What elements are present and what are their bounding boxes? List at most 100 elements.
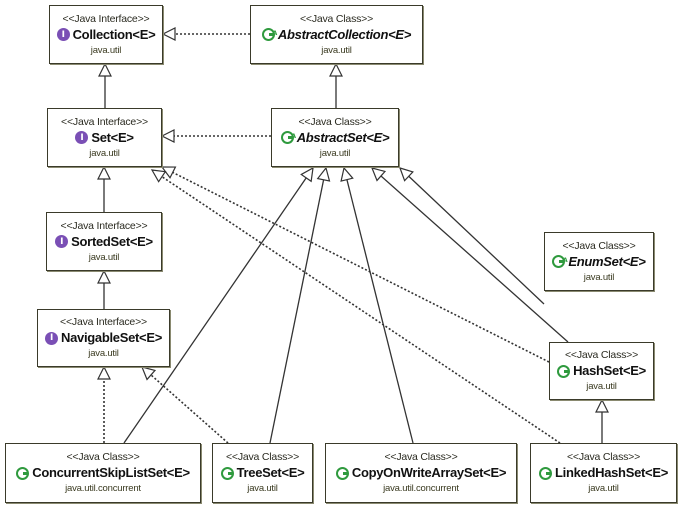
hollow-arrowhead-icon	[399, 167, 414, 182]
interface-icon: I	[56, 28, 70, 41]
type-name: CopyOnWriteArraySet<E>	[335, 464, 507, 482]
type-name-text: Collection<E>	[72, 26, 156, 42]
edge-line	[408, 175, 545, 305]
package-label: java.util	[588, 483, 619, 494]
package-label: java.util	[247, 483, 278, 494]
class-icon	[557, 364, 571, 378]
hollow-arrowhead-icon	[140, 366, 157, 381]
uml-node-hash-set[interactable]: <<Java Class>>HashSet<E>java.util	[549, 342, 654, 400]
abstract-class-icon	[280, 128, 296, 146]
edge-realization-concurrent-skip-list-set-to-navigable-set	[97, 365, 111, 443]
uml-node-abstract-collection[interactable]: <<Java Class>>AbstractCollection<E> java.…	[250, 5, 423, 64]
type-name-text: TreeSet<E>	[236, 465, 305, 480]
stereotype-label: <<Java Class>>	[66, 451, 140, 463]
edge-generalization-abstract-set-to-abstract-collection	[329, 62, 343, 108]
package-label: java.util	[88, 251, 120, 263]
interface-icon: I	[55, 235, 69, 248]
stereotype-label: <<Java Class>>	[566, 451, 641, 463]
stereotype-label: <<Java Class>>	[299, 12, 374, 25]
hollow-arrowhead-icon	[98, 62, 112, 77]
edge-realization-abstract-set-to-set	[160, 129, 271, 143]
edge-line	[380, 175, 569, 343]
abstract-class-icon	[552, 252, 567, 270]
hollow-arrowhead-icon	[97, 269, 111, 284]
uml-node-tree-set[interactable]: <<Java Class>> TreeSet<E> java.util	[212, 443, 313, 503]
package-label: java.util	[89, 147, 120, 159]
edge-generalization-sorted-set-to-set	[97, 165, 111, 212]
edge-generalization-linked-hash-set-to-hash-set	[595, 398, 609, 443]
stereotype-label: <<Java Class>>	[562, 239, 636, 252]
package-label: java.util.concurrent	[65, 483, 141, 494]
edge-line	[123, 177, 307, 444]
class-icon	[16, 466, 30, 480]
type-name-text: ConcurrentSkipListSet<E>	[32, 465, 190, 480]
stereotype-label: <<Java Class>>	[384, 451, 458, 463]
hollow-arrowhead-icon	[150, 169, 167, 183]
edge-line	[172, 171, 550, 363]
type-name: HashSet<E>	[557, 362, 646, 380]
stereotype-label: <<Java Class>>	[564, 349, 639, 361]
edge-realization-linked-hash-set-to-set	[150, 169, 561, 444]
type-name: LinkedHashSet<E>	[539, 464, 668, 482]
hollow-arrowhead-icon	[595, 398, 609, 413]
type-name-text: SortedSet<E>	[71, 233, 153, 249]
edge-generalization-copy-on-write-array-set-to-abstract-set	[340, 166, 414, 444]
type-name: AbstractCollection<E>	[261, 25, 412, 44]
uml-node-abstract-set[interactable]: <<Java Class>>AbstractSet<E>java.util	[271, 108, 399, 167]
package-label: java.util	[90, 44, 122, 56]
package-label: java.util	[321, 44, 352, 56]
abstract-class-icon	[261, 25, 277, 43]
edge-generalization-concurrent-skip-list-set-to-abstract-set	[123, 166, 314, 444]
type-name-text: CopyOnWriteArraySet<E>	[351, 465, 507, 480]
class-icon	[539, 466, 553, 480]
uml-node-copy-on-write-array-set[interactable]: <<Java Class>> CopyOnWriteArraySet<E> java…	[325, 443, 517, 503]
edge-generalization-enum-set-to-abstract-set	[399, 167, 545, 305]
uml-node-linked-hash-set[interactable]: <<Java Class>> LinkedHashSet<E> java.util	[530, 443, 677, 503]
stereotype-label: <<Java Class>>	[298, 115, 372, 128]
package-label: java.util	[88, 348, 119, 359]
type-name-text: HashSet<E>	[573, 363, 646, 378]
edge-generalization-tree-set-to-abstract-set	[269, 166, 331, 444]
type-name-text: AbstractCollection<E>	[277, 26, 412, 42]
type-name: ConcurrentSkipListSet<E>	[16, 464, 190, 482]
edge-realization-tree-set-to-navigable-set	[140, 366, 229, 444]
hollow-arrowhead-icon	[370, 167, 387, 182]
stereotype-label: <<Java Interface>>	[62, 12, 150, 25]
package-label: java.util	[319, 147, 351, 159]
hollow-arrowhead-icon	[329, 62, 343, 77]
hollow-arrowhead-icon	[160, 129, 175, 143]
hollow-arrowhead-icon	[97, 165, 111, 180]
hollow-arrowhead-icon	[300, 166, 314, 183]
type-name: AbstractSet<E>	[280, 128, 390, 147]
type-name: TreeSet<E>	[220, 464, 305, 482]
stereotype-label: <<Java Class>>	[225, 451, 300, 463]
package-label: java.util.concurrent	[383, 483, 459, 494]
package-label: java.util	[583, 271, 615, 283]
edge-line	[161, 176, 561, 444]
hollow-arrowhead-icon	[160, 166, 177, 179]
edge-generalization-set-to-collection	[98, 62, 112, 108]
uml-node-enum-set[interactable]: <<Java Class>>EnumSet<E> java.util	[544, 232, 654, 291]
type-name-text: LinkedHashSet<E>	[555, 465, 668, 480]
edge-realization-hash-set-to-set	[160, 166, 550, 363]
interface-icon: I	[45, 331, 58, 345]
hollow-arrowhead-icon	[97, 365, 111, 380]
edge-line	[269, 179, 325, 444]
hollow-arrowhead-icon	[316, 166, 331, 182]
uml-node-concurrent-skip-list-set[interactable]: <<Java Class>> ConcurrentSkipListSet<E> ja…	[5, 443, 201, 503]
edge-line	[150, 374, 229, 444]
type-name-text: EnumSet<E>	[568, 253, 646, 269]
type-name-text: NavigableSet<E>	[61, 330, 162, 345]
edge-realization-abstract-collection-to-collection	[161, 27, 250, 41]
stereotype-label: <<Java Interface>>	[60, 219, 148, 232]
type-name-text: Set<E>	[91, 129, 134, 145]
edge-line	[346, 179, 414, 444]
